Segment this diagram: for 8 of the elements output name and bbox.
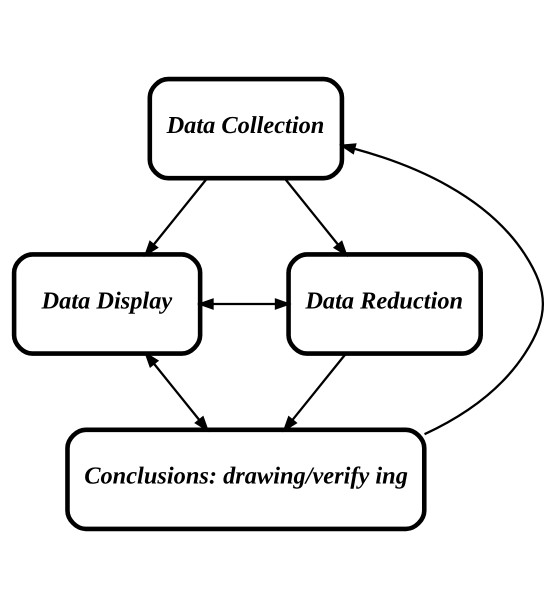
- node-box: Conclusions: drawing/verify ing: [65, 427, 427, 531]
- node-box: Data Reduction: [286, 252, 483, 356]
- arrow: [338, 142, 544, 435]
- node-box: Data Display: [12, 252, 202, 356]
- node-box: Data Collection: [148, 76, 344, 180]
- arrow: [144, 350, 210, 432]
- arrow: [282, 352, 346, 432]
- arrow: [196, 298, 292, 310]
